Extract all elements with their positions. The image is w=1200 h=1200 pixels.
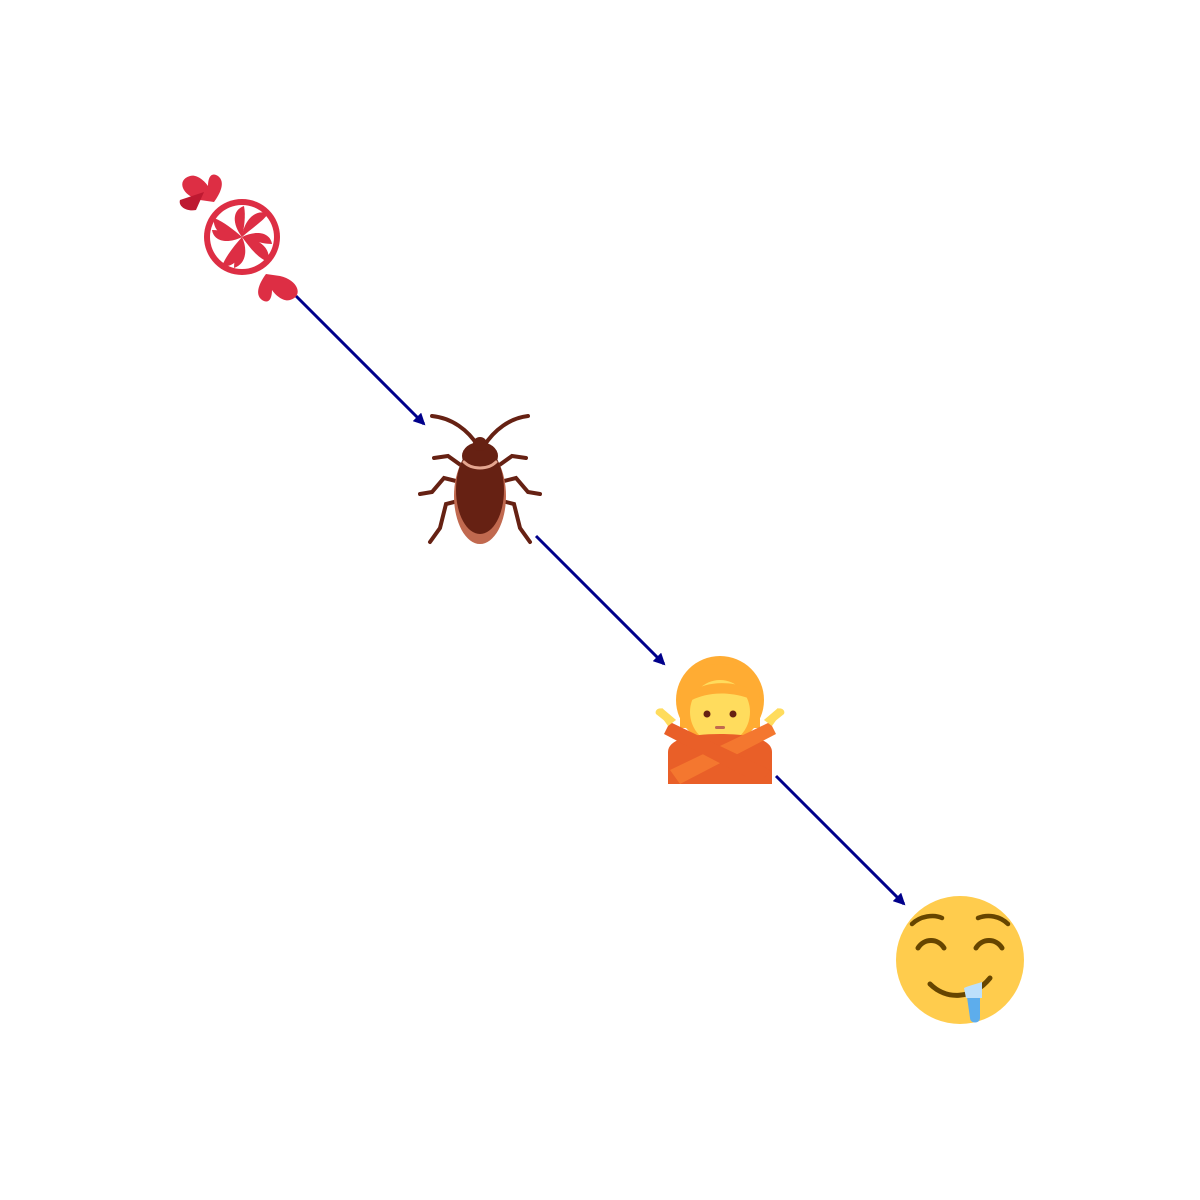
arrow-candy-to-cockroach	[294, 294, 426, 426]
candy-icon	[179, 174, 298, 302]
drooling-face-icon	[896, 896, 1024, 1024]
arrow-cockroach-to-no-gesture	[534, 534, 666, 666]
person-gesturing-no-icon	[655, 656, 785, 784]
arrow-no-gesture-to-drooling	[774, 774, 906, 906]
cockroach-icon	[418, 414, 542, 544]
